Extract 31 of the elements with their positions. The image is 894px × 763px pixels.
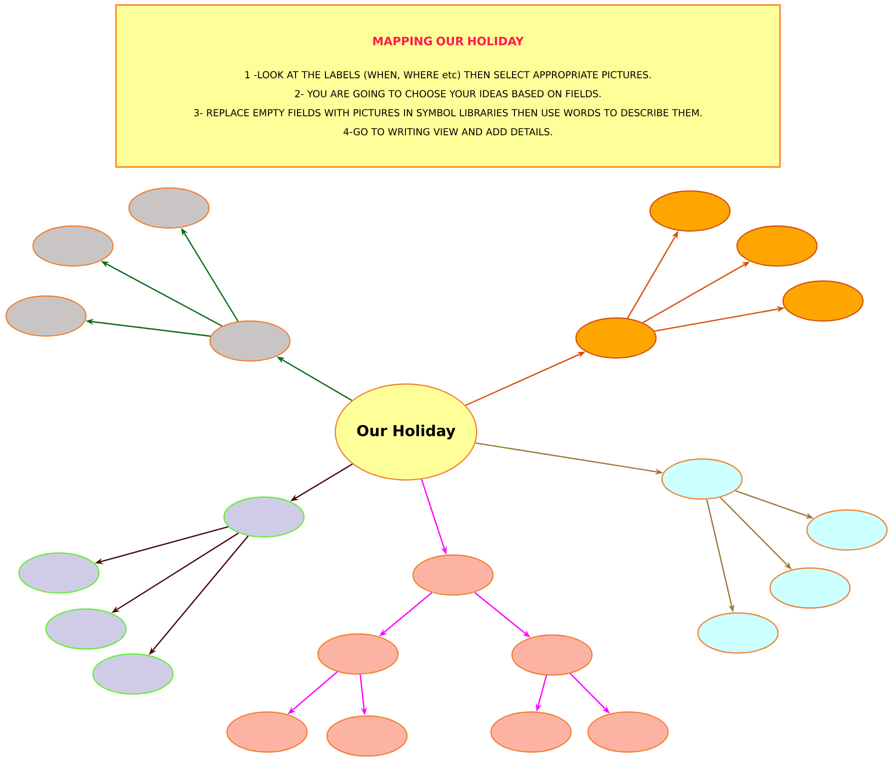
empty-ellipse [226,711,308,753]
instruction-text: 2- YOU ARE GOING TO CHOOSE YOUR IDEAS BASED ON FIELDS. [295,90,601,98]
empty-ellipse [649,190,731,232]
empty-ellipse [92,653,174,695]
empty-ellipse [317,633,399,675]
empty-ellipse [412,554,494,596]
empty-ellipse [661,458,743,500]
empty-ellipse [45,608,127,650]
instruction-text: 1 -LOOK AT THE LABELS (WHEN, WHERE etc) THEN SELECT APPROPRIATE PICTURES. [245,70,651,80]
empty-ellipse [575,317,657,359]
instruction-text: 4-GO TO WRITING VIEW AND ADD DETAILS. [344,128,552,136]
instruction-box [115,4,781,168]
empty-ellipse [5,295,87,337]
empty-ellipse [490,711,572,753]
heading: MAPPING OUR HOLIDAY [373,36,524,46]
empty-ellipse [806,509,888,551]
empty-ellipse [223,496,305,538]
empty-ellipse [18,552,100,594]
empty-ellipse [587,711,669,753]
empty-ellipse [32,225,114,267]
empty-ellipse [697,612,779,654]
topic-ellipse [334,383,478,481]
empty-ellipse [736,225,818,267]
empty-ellipse [326,715,408,757]
topic-label: Our Holiday [357,424,456,440]
instruction-text: 3- REPLACE EMPTY FIELDS WITH PICTURES IN SYMBOL LIBRARIES THEN USE WORDS TO DESCRIBE THEM. [194,109,702,116]
empty-ellipse [782,280,864,322]
empty-ellipse [209,320,291,362]
empty-ellipse [128,187,210,229]
empty-ellipse [511,634,593,676]
empty-ellipse [769,567,851,609]
